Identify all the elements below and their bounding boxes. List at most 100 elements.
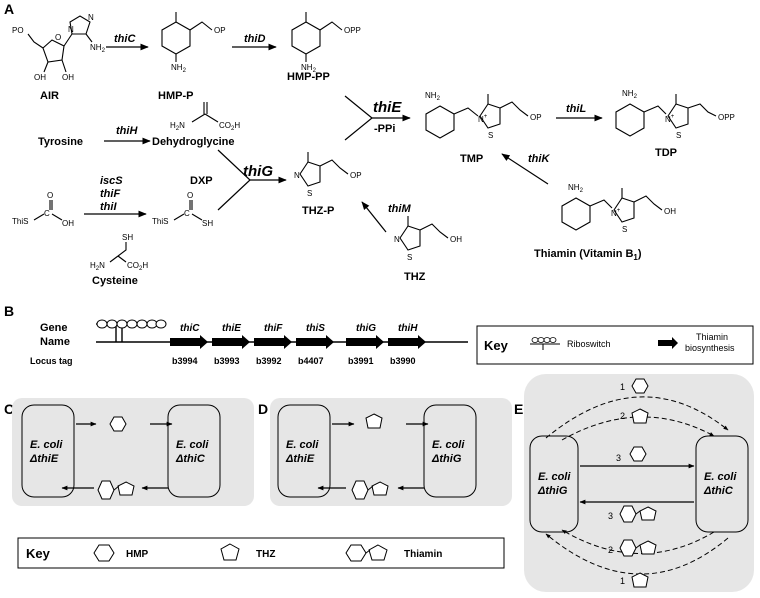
panel-d-thz-pentagon: [365, 413, 383, 429]
locus-tag-1: b3994: [172, 356, 198, 366]
thz-p-structure: N S OP: [294, 152, 362, 198]
route-number-2-bottom: 2: [608, 545, 613, 555]
enzyme-thiD: thiD: [244, 33, 265, 45]
gene-arrow-thiC: [170, 335, 208, 349]
cysteine-h2n: H2N: [90, 261, 105, 272]
hmp-p-op: OP: [214, 26, 226, 35]
air-po: PO: [12, 26, 24, 35]
tmp-nh2: NH2: [425, 91, 441, 102]
dehydroglycine-h2n: H2N: [170, 121, 185, 132]
locus-tag-3: b3992: [256, 356, 282, 366]
hmp-pp-structure: OPP NH2: [291, 12, 361, 74]
route-number-3-bottom: 3: [608, 511, 613, 521]
tdp-n-plus: N+: [665, 114, 675, 124]
cysteine-co2h: CO2H: [127, 261, 148, 272]
panel-d-right-strain: ΔthiG: [431, 453, 462, 465]
thz-n: N: [394, 235, 400, 244]
compound-dxp: DXP: [190, 175, 213, 187]
route-number-1-top: 1: [620, 382, 625, 392]
compound-cysteine: Cysteine: [92, 275, 138, 287]
this-acid-structure: ThiS C O OH: [12, 191, 74, 228]
thz-oh: OH: [450, 235, 462, 244]
tdp-structure: NH2 N+ S OPP: [615, 89, 735, 140]
key-thiamin-icon: [345, 544, 388, 562]
panel-label-d: D: [258, 401, 268, 417]
this-thioacid-structure: ThiS C O SH: [152, 191, 213, 228]
panel-e-left-cell: [529, 435, 579, 533]
this-thioacid-o: O: [187, 191, 193, 200]
panel-label-c: C: [4, 401, 14, 417]
key-hmp-label: HMP: [126, 549, 149, 560]
panel-d-thiamin-icon: [351, 480, 389, 500]
panel-c-left-cell: [21, 404, 75, 498]
route-number-3-top: 3: [616, 453, 621, 463]
panel-c-right-cell: [167, 404, 221, 498]
panel-d-left-cell: [277, 404, 331, 498]
panel-e-left-strain: ΔthiG: [537, 485, 568, 497]
hmp-p-structure: OP NH2: [161, 12, 226, 74]
locus-tag-label: Locus tag: [30, 356, 73, 366]
gene-name-2: thiE: [222, 323, 241, 334]
operon-key-title: Key: [484, 338, 509, 353]
thiamin-oh: OH: [664, 207, 676, 216]
enzyme-thiL: thiL: [566, 103, 586, 115]
this-thioacid-c: C: [184, 209, 190, 218]
thz-p-op: OP: [350, 171, 362, 180]
route-3-top-hmp: [629, 446, 647, 462]
panel-c-thiamin-icon: [97, 480, 135, 500]
route-1-bottom-thz: [631, 572, 649, 588]
enzyme-iscS: iscS: [100, 175, 123, 187]
locus-tag-2: b3993: [214, 356, 240, 366]
thiamin-nh2: NH2: [568, 183, 584, 194]
dehydroglycine-structure: H2N CO2H: [170, 102, 240, 132]
compound-hmp-p: HMP-P: [158, 90, 193, 102]
operon-key-box: [476, 325, 754, 365]
panel-c-right-ecoli: E. coli: [176, 439, 209, 451]
route-2-bottom-thiamin: [619, 539, 657, 557]
air-nh2: NH2: [90, 43, 106, 54]
panel-d-left-ecoli: E. coli: [286, 439, 319, 451]
gene-arrow-thiF: [254, 335, 292, 349]
dehydroglycine-co2h: CO2H: [219, 121, 240, 132]
tmp-op: OP: [530, 113, 542, 122]
gene-name-6: thiH: [398, 323, 418, 334]
thiamin-n-plus: N+: [611, 208, 621, 218]
coculture-key-title: Key: [26, 546, 51, 561]
tdp-opp: OPP: [718, 113, 735, 122]
enzyme-thiM: thiM: [388, 203, 411, 215]
thz-structure: N S OH: [394, 216, 462, 262]
gene-name-3: thiF: [264, 323, 283, 334]
tdp-nh2: NH2: [622, 89, 638, 100]
air-structure: O PO OH OH N N NH2: [12, 13, 106, 82]
route-1-top-hmp: [631, 378, 649, 394]
panel-c-hmp-hexagon: [109, 416, 127, 432]
tmp-s: S: [488, 131, 493, 140]
gene-name-4: thiS: [306, 323, 325, 334]
enzyme-thiE: thiE: [373, 99, 402, 116]
hmp-p-nh2: NH2: [171, 63, 187, 74]
this-acid-o: O: [47, 191, 53, 200]
panel-c-right-strain: ΔthiC: [175, 453, 206, 465]
this-thioacid-this: ThiS: [152, 217, 168, 226]
route-2-top-thz: [631, 408, 649, 424]
compound-thz: THZ: [404, 271, 426, 283]
enzyme-thiI: thiI: [100, 201, 117, 213]
panel-e-right-cell: [695, 435, 749, 533]
tmp-n-plus: N+: [478, 114, 488, 124]
panel-label-a: A: [4, 1, 14, 17]
operon-genes: [170, 335, 426, 349]
gene-name-5: thiG: [356, 323, 376, 334]
panel-c-left-strain: ΔthiE: [29, 453, 59, 465]
gene-arrow-thiG: [346, 335, 384, 349]
panel-e-right-strain: ΔthiC: [703, 485, 734, 497]
riboswitch-icon: [96, 319, 167, 342]
route-number-1-bottom: 1: [620, 576, 625, 586]
compound-tmp: TMP: [460, 153, 483, 165]
gene-arrow-thiH: [388, 335, 426, 349]
hmp-pp-opp: OPP: [344, 26, 361, 35]
key-hmp-hexagon: [93, 544, 115, 562]
compound-air: AIR: [40, 90, 59, 102]
compound-thiamin: Thiamin (Vitamin B1): [534, 248, 642, 262]
biosynthesis-key-label-2: biosynthesis: [685, 343, 735, 353]
locus-tag-4: b4407: [298, 356, 324, 366]
